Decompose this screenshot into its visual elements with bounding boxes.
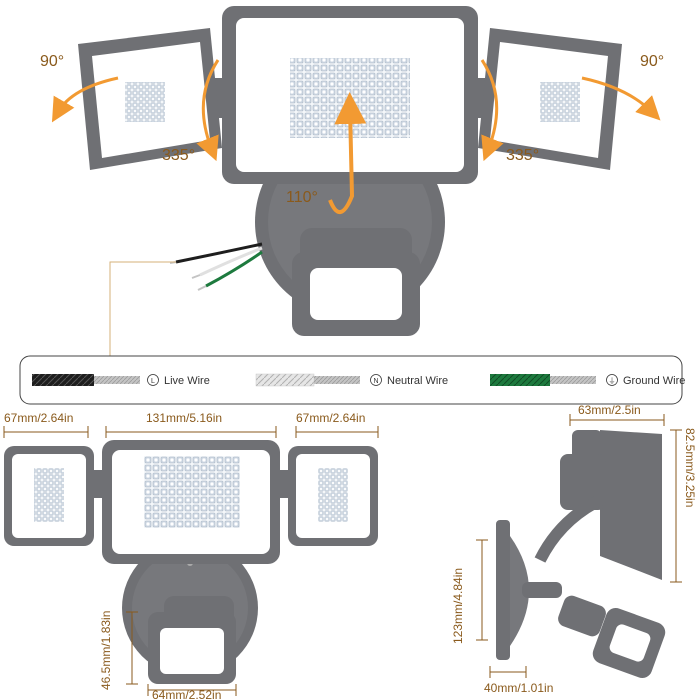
wire-leader-line bbox=[109, 261, 176, 362]
right-rotate-angle: 335° bbox=[506, 147, 539, 164]
side-head-profile bbox=[534, 430, 662, 580]
left-head-dimension: 67mm/2.64in bbox=[4, 411, 73, 425]
mount-depth-dimension: 40mm/1.01in bbox=[484, 681, 553, 695]
front-left-head bbox=[4, 446, 94, 546]
front-right-head bbox=[288, 446, 378, 546]
left-tilt-angle: 90° bbox=[40, 53, 64, 70]
side-sensor-profile bbox=[558, 595, 666, 679]
neutral-wire-icon bbox=[370, 374, 382, 386]
side-head-height-dimension: 82.5mm/3.25in bbox=[683, 428, 697, 507]
sensor-height-dimension: 46.5mm/1.83in bbox=[99, 611, 113, 690]
right-head-dimension: 67mm/2.64in bbox=[296, 411, 365, 425]
ground-wire-label: Ground Wire bbox=[623, 375, 685, 387]
live-wire-icon-letter: L bbox=[151, 378, 155, 385]
motion-sensor bbox=[292, 228, 420, 336]
wire-bundle bbox=[169, 242, 263, 291]
center-tilt-angle: 110° bbox=[286, 189, 318, 206]
front-motion-sensor bbox=[148, 596, 236, 684]
wire-legend: L Live Wire N Neutral Wire ⏚ Ground Wire bbox=[19, 355, 685, 405]
ground-wire-icon-symbol: ⏚ bbox=[609, 377, 616, 385]
right-tilt-angle: 90° bbox=[640, 53, 664, 70]
top-product-view: 90° 335° 110° 90° 335° bbox=[40, 6, 664, 362]
left-light-head bbox=[78, 28, 222, 170]
right-light-head bbox=[478, 28, 622, 170]
center-head-dimension: 131mm/5.16in bbox=[146, 411, 222, 425]
neutral-wire-icon-letter: N bbox=[373, 378, 378, 385]
side-dimension-view: 63mm/2.5in 82.5mm/3.25in 123mm/4.84in 40… bbox=[451, 403, 697, 695]
sensor-width-dimension: 64mm/2.52in bbox=[152, 688, 221, 700]
ground-wire-icon bbox=[606, 374, 618, 386]
neutral-wire-label: Neutral Wire bbox=[387, 375, 448, 387]
mount-height-dimension: 123mm/4.84in bbox=[451, 568, 465, 644]
live-wire-label: Live Wire bbox=[164, 375, 210, 387]
rotation-arrows bbox=[51, 59, 661, 214]
live-wire-icon bbox=[147, 374, 159, 386]
front-dimension-view: 67mm/2.64in 131mm/5.16in 67mm/2.64in bbox=[3, 411, 379, 700]
side-depth-dimension: 63mm/2.5in bbox=[578, 403, 641, 417]
left-rotate-angle: 335° bbox=[162, 147, 195, 164]
side-mount-profile bbox=[496, 520, 562, 660]
front-center-head bbox=[102, 440, 280, 564]
